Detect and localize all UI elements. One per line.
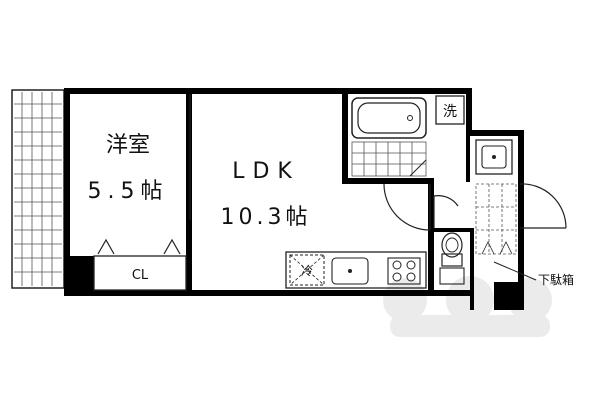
fridge-label: 冷 [301,264,313,278]
balcony-grid [14,92,62,286]
toilet [439,232,465,285]
western-room-name: 洋室 [106,133,150,158]
closet-label: CL [132,268,149,283]
shoe-box-leader [493,261,537,281]
shoe-box-area [475,183,517,255]
watermark-logo [383,276,552,337]
wash-basin [475,139,513,175]
doors [383,183,567,231]
walls [64,88,524,310]
ldk-room-name: LDK [232,159,300,184]
closet: CL [93,238,187,291]
kitchen-counter: 冷 [285,251,427,289]
washer-space: 洗 [435,95,465,125]
shoe-box-label: 下駄箱 [538,272,574,287]
washer-label: 洗 [443,104,457,120]
balcony [11,89,65,289]
ldk-room-size: 10.3帖 [221,205,312,230]
western-room-size: 5.5帖 [88,179,169,204]
bathroom [351,97,427,177]
bath-floor-tiles [351,141,427,177]
